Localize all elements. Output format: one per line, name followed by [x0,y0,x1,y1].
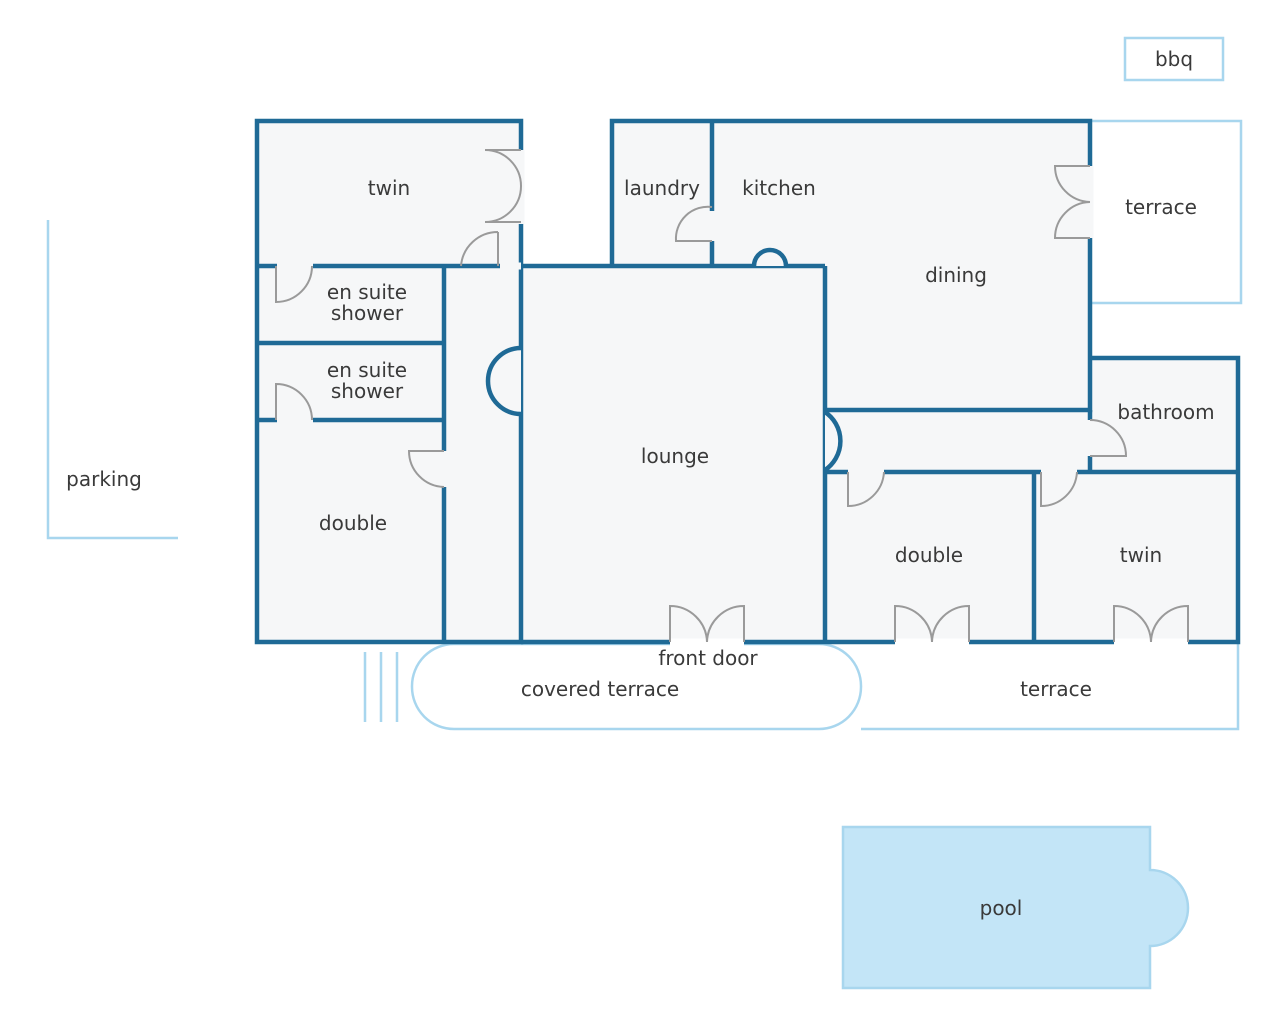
label-double-left: double [319,511,387,535]
room-fills [257,121,1238,642]
outdoor-outlines [46,36,1243,731]
terrace-bottom-area [861,642,1240,731]
label-twin-top: twin [368,176,410,200]
label-terrace-bottom: terrace [1020,677,1092,701]
bbq-area [1123,36,1225,82]
label-shower-1: shower [331,301,404,325]
label-covered-terrace: covered terrace [521,677,679,701]
label-en-suite-2: en suite [327,358,407,382]
label-pool: pool [980,896,1023,920]
label-dining: dining [925,263,987,287]
label-bbq: bbq [1155,47,1193,71]
label-front-door: front door [658,646,758,670]
label-terrace-top: terrace [1125,195,1197,219]
terrace-top-area [1090,119,1243,305]
label-laundry: laundry [624,176,700,200]
parking-area [46,220,178,540]
doors [275,149,1189,643]
label-en-suite-1: en suite [327,280,407,304]
label-parking: parking [66,467,142,491]
room-labels: bbq twin en suite shower en suite shower… [66,47,1214,920]
wall-alcoves [485,247,843,472]
label-kitchen: kitchen [742,176,816,200]
label-double-right: double [895,543,963,567]
label-twin-right: twin [1120,543,1162,567]
label-bathroom: bathroom [1117,400,1214,424]
pool-shape [841,825,1190,990]
label-shower-2: shower [331,379,404,403]
walls [254,118,1241,645]
label-lounge: lounge [641,444,709,468]
